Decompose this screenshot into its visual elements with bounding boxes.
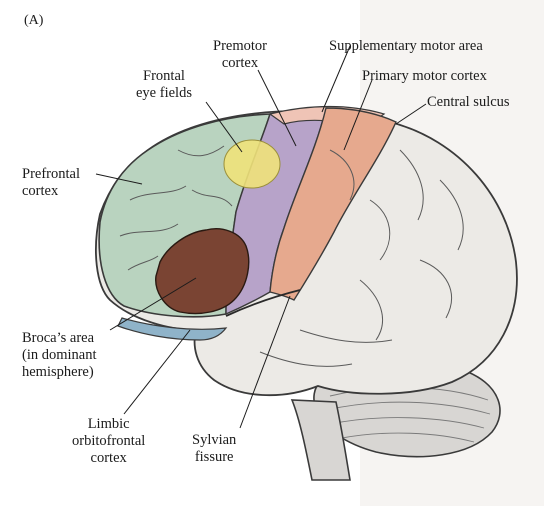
leader-lines xyxy=(95,45,427,429)
label-supplementary-motor-area: Supplementary motor area xyxy=(329,38,483,54)
leader-frontal-eye-fields xyxy=(205,101,243,153)
label-brocas-area: Broca’s area (in dominant hemisphere) xyxy=(22,330,97,380)
leader-prefrontal xyxy=(95,173,143,185)
leader-primary-motor xyxy=(343,79,373,151)
gyri-lines xyxy=(119,145,464,367)
frontal-eye-fields-region xyxy=(223,139,281,189)
leader-supplementary xyxy=(321,45,351,113)
label-primary-motor-cortex: Primary motor cortex xyxy=(362,68,487,84)
primary-motor-region xyxy=(269,107,397,301)
label-frontal-eye-fields: Frontal eye fields xyxy=(136,68,192,101)
broca-region xyxy=(155,228,250,315)
label-limbic-orbitofrontal-cortex: Limbic orbitofrontal cortex xyxy=(72,416,146,466)
leader-premotor xyxy=(257,69,297,147)
leader-broca xyxy=(109,277,197,331)
panel-letter: (A) xyxy=(24,13,44,28)
leader-limbic xyxy=(123,329,191,415)
label-premotor-cortex: Premotor cortex xyxy=(213,38,267,71)
label-prefrontal-cortex: Prefrontal cortex xyxy=(22,166,80,199)
orbitofrontal-region xyxy=(117,317,228,341)
brainstem xyxy=(290,399,351,481)
label-sylvian-fissure: Sylvian fissure xyxy=(192,432,237,465)
leader-sylvian xyxy=(239,295,291,429)
label-central-sulcus: Central sulcus xyxy=(427,94,510,110)
leader-central-sulcus xyxy=(395,103,427,125)
sylvian-fissure-line xyxy=(225,289,301,317)
